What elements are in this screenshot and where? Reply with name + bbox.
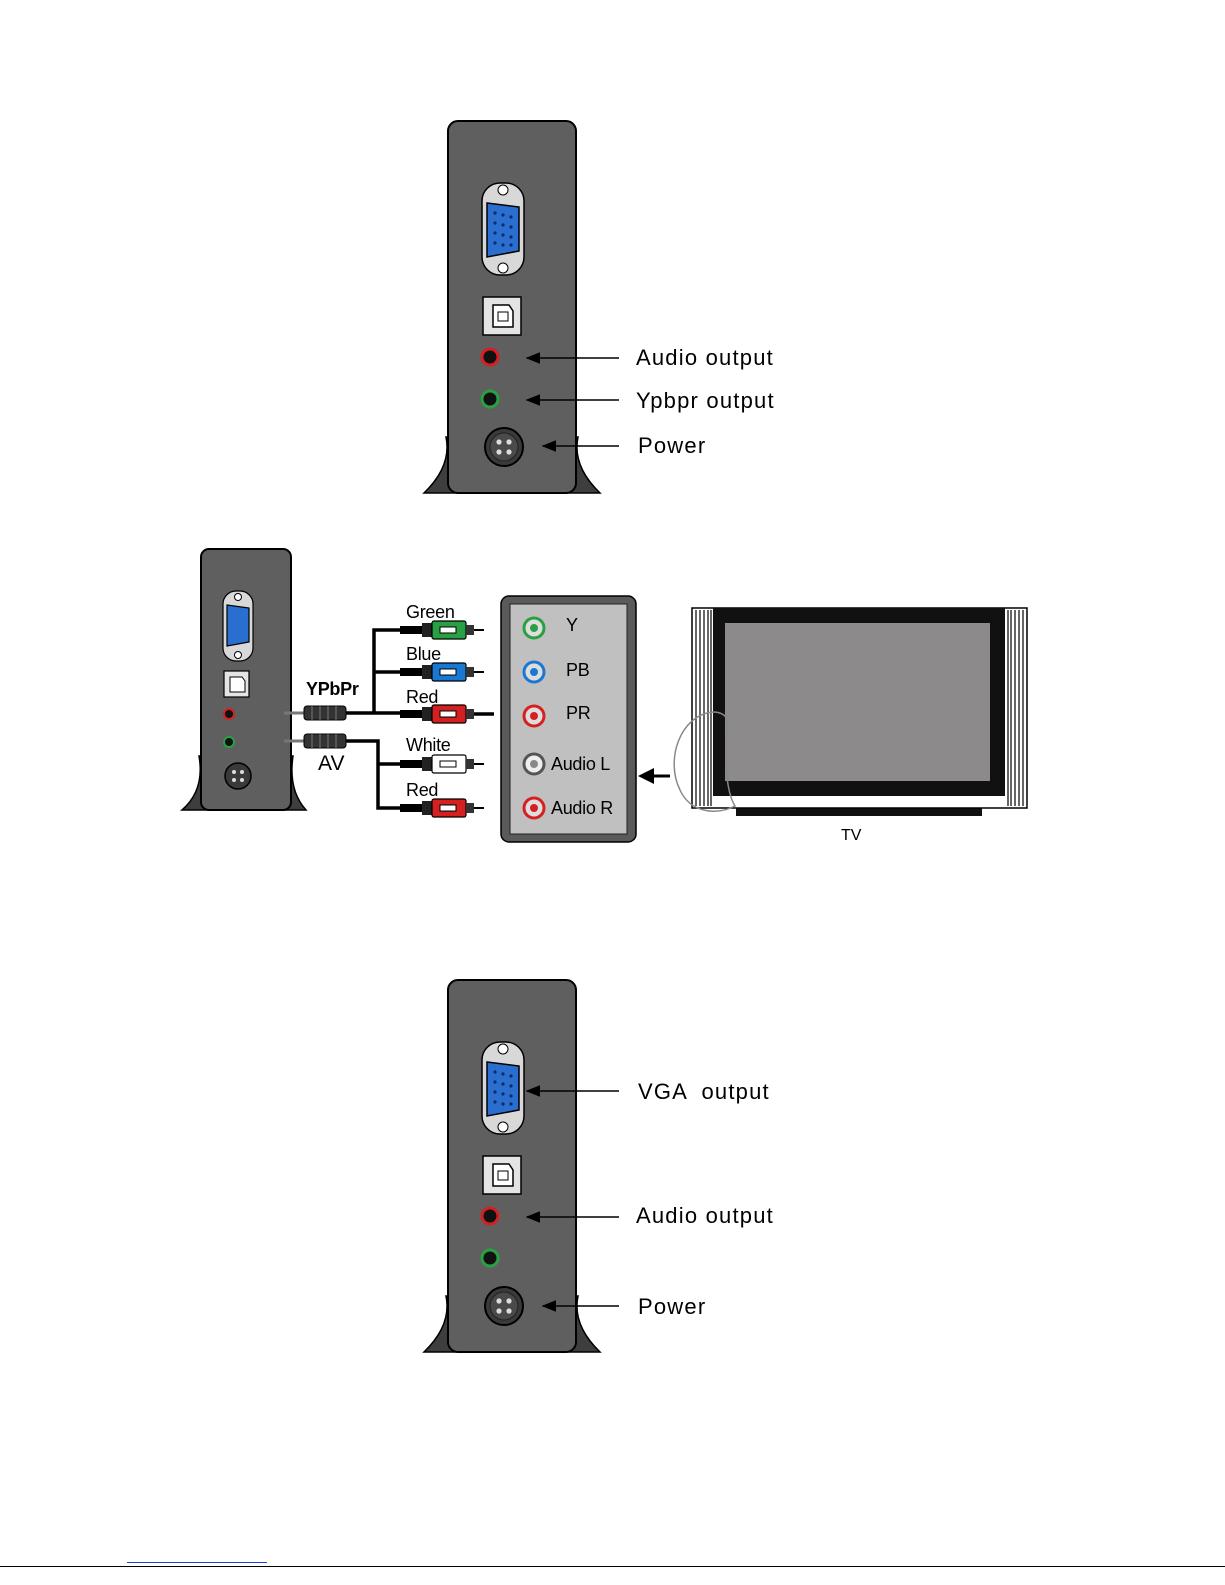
rca-plug-blue	[400, 663, 484, 681]
tv: TV	[674, 608, 1027, 844]
footer-rule	[0, 1566, 1225, 1567]
audio-output-label-2: Audio output	[636, 1203, 774, 1228]
plug-label-blue: Blue	[406, 644, 441, 664]
tv-screen	[725, 623, 990, 781]
jack-label-audio-l: Audio L	[551, 754, 610, 774]
vga-output-label: VGA output	[638, 1079, 770, 1104]
media-player-device-vga	[424, 980, 600, 1352]
rca-plug-green	[400, 621, 484, 639]
bottom-panel: VGA output Audio output Power	[424, 980, 774, 1352]
jack-label-audio-r: Audio R	[551, 798, 613, 818]
cables	[346, 630, 405, 808]
audio-output-label: Audio output	[636, 345, 774, 370]
av-mini-plug	[284, 734, 346, 748]
ypbpr-output-label: Ypbpr output	[636, 388, 775, 413]
top-panel: Audio output Ypbpr output Power	[424, 121, 775, 493]
panel-arrow	[638, 768, 670, 784]
rca-plug-red-ypbpr	[400, 705, 494, 723]
tv-jack-panel: Y PB PR Audio L Audio R	[501, 596, 636, 842]
power-label-2: Power	[638, 1294, 706, 1319]
middle-panel: YPbPr AV Green Blue Red White Red Y PB P…	[182, 549, 1027, 844]
media-player-device-small	[182, 549, 306, 810]
plug-label-red-av: Red	[406, 780, 438, 800]
media-player-device	[424, 121, 600, 493]
rca-plug-red-av	[400, 799, 484, 817]
plug-label-white: White	[406, 735, 451, 755]
ypbpr-cable-label: YPbPr	[306, 679, 359, 699]
ypbpr-mini-plug	[284, 706, 346, 720]
av-cable-label: AV	[318, 752, 344, 775]
jack-label-pr: PR	[566, 703, 591, 723]
rca-plug-white	[400, 755, 484, 773]
tv-label: TV	[841, 827, 862, 844]
footer-link-underline[interactable]	[127, 1562, 267, 1563]
plug-label-green: Green	[406, 602, 455, 622]
jack-label-y: Y	[566, 615, 578, 635]
jack-label-pb: PB	[566, 660, 590, 680]
power-label: Power	[638, 433, 706, 458]
plug-label-red: Red	[406, 687, 438, 707]
